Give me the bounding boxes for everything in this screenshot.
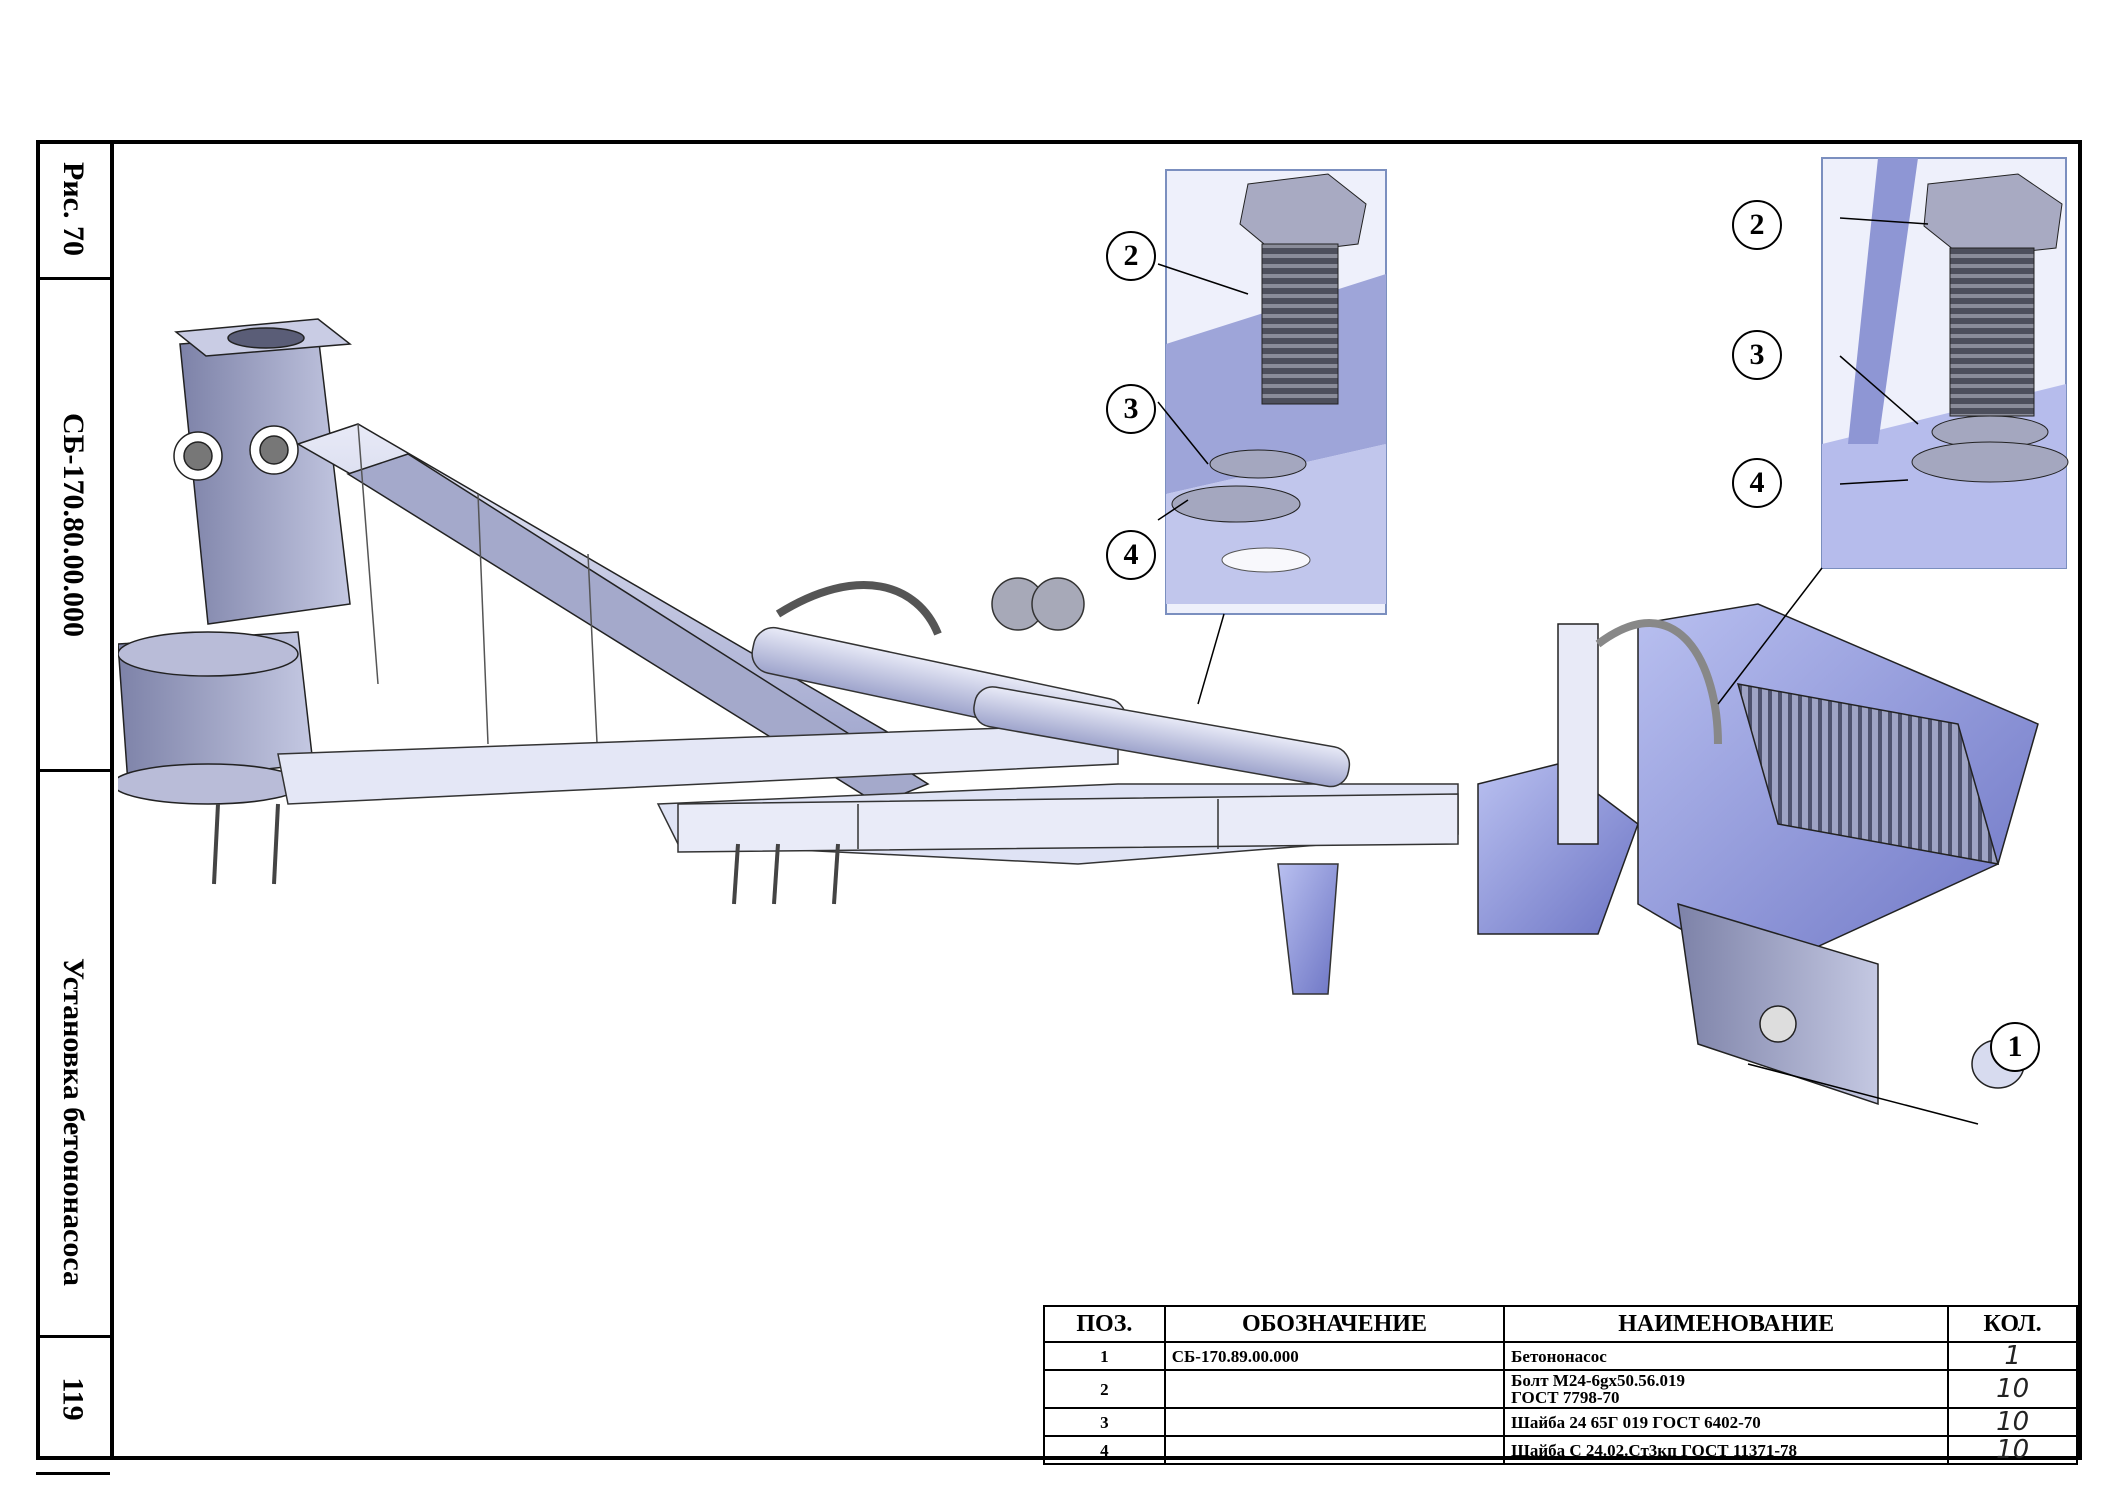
header-name: НАИМЕНОВАНИЕ — [1503, 1305, 1950, 1343]
page-number-box: 119 — [36, 1335, 110, 1459]
inclined-boom — [296, 423, 930, 805]
page-number: 119 — [56, 1376, 90, 1421]
chassis-frame — [212, 723, 1459, 995]
table-row: 3 Шайба 24 65Г 019 ГОСТ 6402-70 10 — [1043, 1407, 2078, 1437]
callout-3-left: 3 — [1106, 384, 1156, 434]
mast-column — [118, 318, 352, 805]
row-pos: 3 — [1043, 1407, 1166, 1437]
callout-4-right: 4 — [1732, 458, 1782, 508]
row-qty: 1 — [1947, 1341, 2078, 1371]
row-name: Бетононасос — [1503, 1341, 1950, 1371]
row-designation — [1163, 1435, 1506, 1465]
row-designation — [1163, 1369, 1506, 1409]
callout-2-right: 2 — [1732, 200, 1782, 250]
row-name: Шайба 24 65Г 019 ГОСТ 6402-70 — [1503, 1407, 1950, 1437]
row-name: Шайба С 24.02.Ст3кп ГОСТ 11371-78 — [1503, 1435, 1950, 1465]
hydraulic-cylinders — [751, 577, 1351, 788]
drawing-title: Установка бетононасоса — [57, 957, 91, 1287]
row-pos: 2 — [1043, 1369, 1166, 1409]
table-row: 4 Шайба С 24.02.Ст3кп ГОСТ 11371-78 10 — [1043, 1435, 2078, 1465]
row-designation: СБ-170.89.00.000 — [1163, 1341, 1506, 1371]
callout-4-left: 4 — [1106, 530, 1156, 580]
designation-cell: СБ-170.80.00.000 — [36, 280, 110, 772]
header-qty: КОЛ. — [1947, 1305, 2078, 1343]
pump-hopper — [1477, 603, 2039, 1106]
header-pos: ПОЗ. — [1043, 1305, 1166, 1343]
assembly-illustration — [118, 157, 2069, 1125]
callout-3-right: 3 — [1732, 330, 1782, 380]
header-designation: ОБОЗНАЧЕНИЕ — [1163, 1305, 1506, 1343]
title-cell: Установка бетононасоса — [36, 772, 110, 1475]
detail-inset-left — [1157, 169, 1387, 705]
callout-2-left: 2 — [1106, 231, 1156, 281]
row-pos: 4 — [1043, 1435, 1166, 1465]
row-pos: 1 — [1043, 1341, 1166, 1371]
assembly-designation: СБ-170.80.00.000 — [57, 412, 90, 637]
figure-number: Рис. 70 — [57, 161, 90, 256]
row-name: Болт М24-6gx50.56.019 ГОСТ 7798-70 — [1503, 1369, 1950, 1409]
specification-table: ПОЗ. ОБОЗНАЧЕНИЕ НАИМЕНОВАНИЕ КОЛ. 1 СБ-… — [1043, 1305, 2078, 1465]
callout-1: 1 — [1990, 1022, 2040, 1072]
side-title-strip: Рис. 70 СБ-170.80.00.000 Установка бетон… — [36, 140, 114, 1475]
figure-number-cell: Рис. 70 — [36, 140, 110, 280]
table-row: 1 СБ-170.89.00.000 Бетононасос 1 — [1043, 1341, 2078, 1371]
row-qty: 10 — [1947, 1435, 2078, 1465]
detail-inset-right — [1717, 157, 2069, 705]
table-header-row: ПОЗ. ОБОЗНАЧЕНИЕ НАИМЕНОВАНИЕ КОЛ. — [1043, 1305, 2078, 1343]
row-qty: 10 — [1947, 1369, 2078, 1409]
table-row: 2 Болт М24-6gx50.56.019 ГОСТ 7798-70 10 — [1043, 1369, 2078, 1409]
row-designation — [1163, 1407, 1506, 1437]
row-qty: 10 — [1947, 1407, 2078, 1437]
